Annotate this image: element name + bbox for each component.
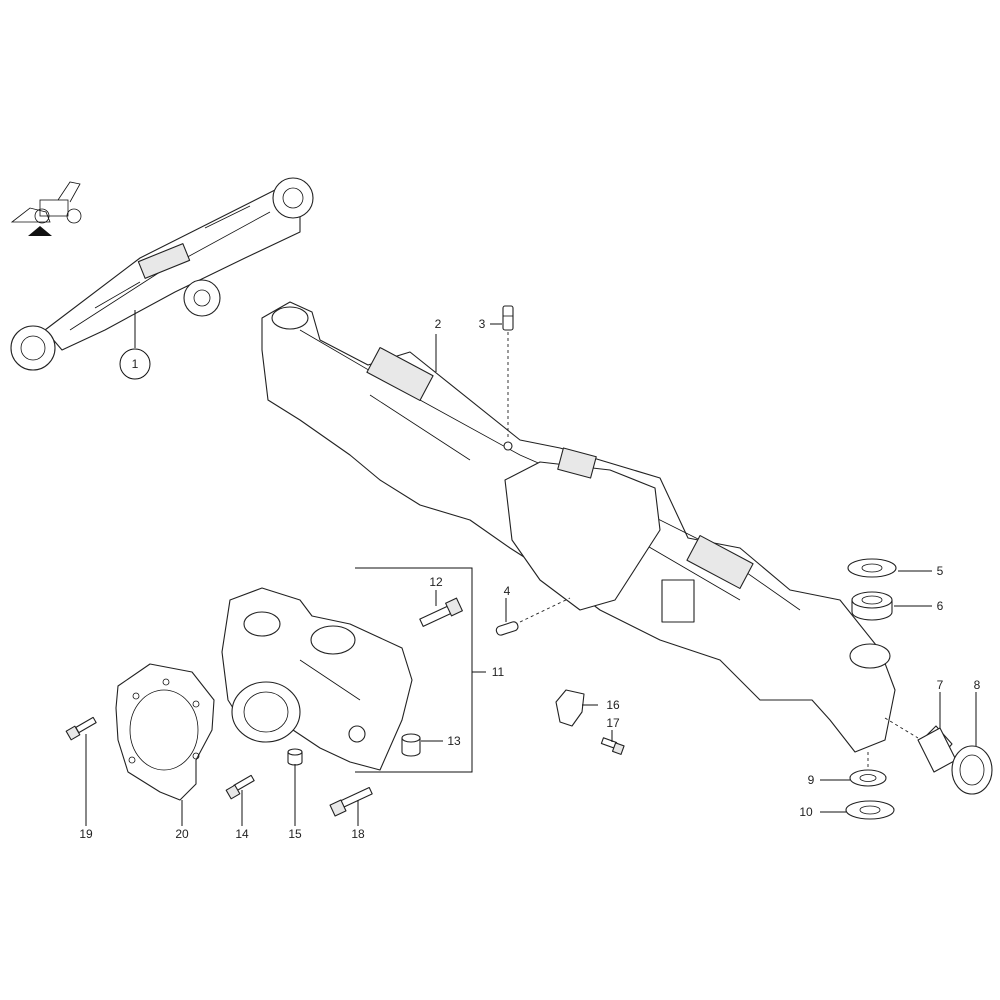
callout-16: 16 [606, 698, 620, 712]
gasket [115, 663, 215, 801]
thrust-washer-lower [845, 800, 895, 820]
callout-17: 17 [606, 716, 620, 730]
callout-10: 10 [799, 805, 813, 819]
bearing-upper [851, 591, 893, 621]
callout-18: 18 [351, 827, 365, 841]
axle-housing [261, 301, 896, 753]
callout-6: 6 [937, 599, 944, 613]
callout-14: 14 [235, 827, 249, 841]
callout-13: 13 [447, 734, 461, 748]
bolt-17 [600, 737, 625, 755]
plug-15 [287, 748, 303, 766]
callout-20: 20 [175, 827, 189, 841]
cover-plate [555, 689, 585, 727]
callout-1: 1 [132, 357, 139, 371]
axle-assembly-thumbnail [10, 177, 314, 371]
callout-9: 9 [808, 773, 815, 787]
callout-19: 19 [79, 827, 93, 841]
seal-ring [951, 745, 993, 795]
bolt-18 [329, 786, 373, 817]
plug-13 [401, 733, 421, 757]
dowel-pin [495, 597, 571, 636]
callout-2: 2 [435, 317, 442, 331]
callout-12: 12 [429, 575, 443, 589]
bolt-19 [65, 716, 97, 741]
callout-1-circle [119, 348, 151, 380]
bearing-lower [849, 752, 887, 787]
telehandler-machine-icon [10, 181, 82, 236]
callout-labels: 1 2 3 4 5 6 7 8 9 10 11 12 13 14 15 16 1… [79, 317, 980, 841]
callout-5: 5 [937, 564, 944, 578]
thrust-washer-upper [847, 558, 897, 578]
callout-11: 11 [492, 665, 505, 679]
callout-3: 3 [479, 317, 486, 331]
callout-8: 8 [974, 678, 981, 692]
callout-7: 7 [937, 678, 944, 692]
bolt-14 [225, 774, 255, 800]
differential-carrier [221, 587, 413, 771]
callout-4: 4 [504, 584, 511, 598]
bushing [884, 717, 957, 773]
breather-fitting [502, 305, 514, 438]
callout-15: 15 [288, 827, 302, 841]
bolt-12 [419, 597, 463, 627]
leader-lines [85, 310, 977, 826]
